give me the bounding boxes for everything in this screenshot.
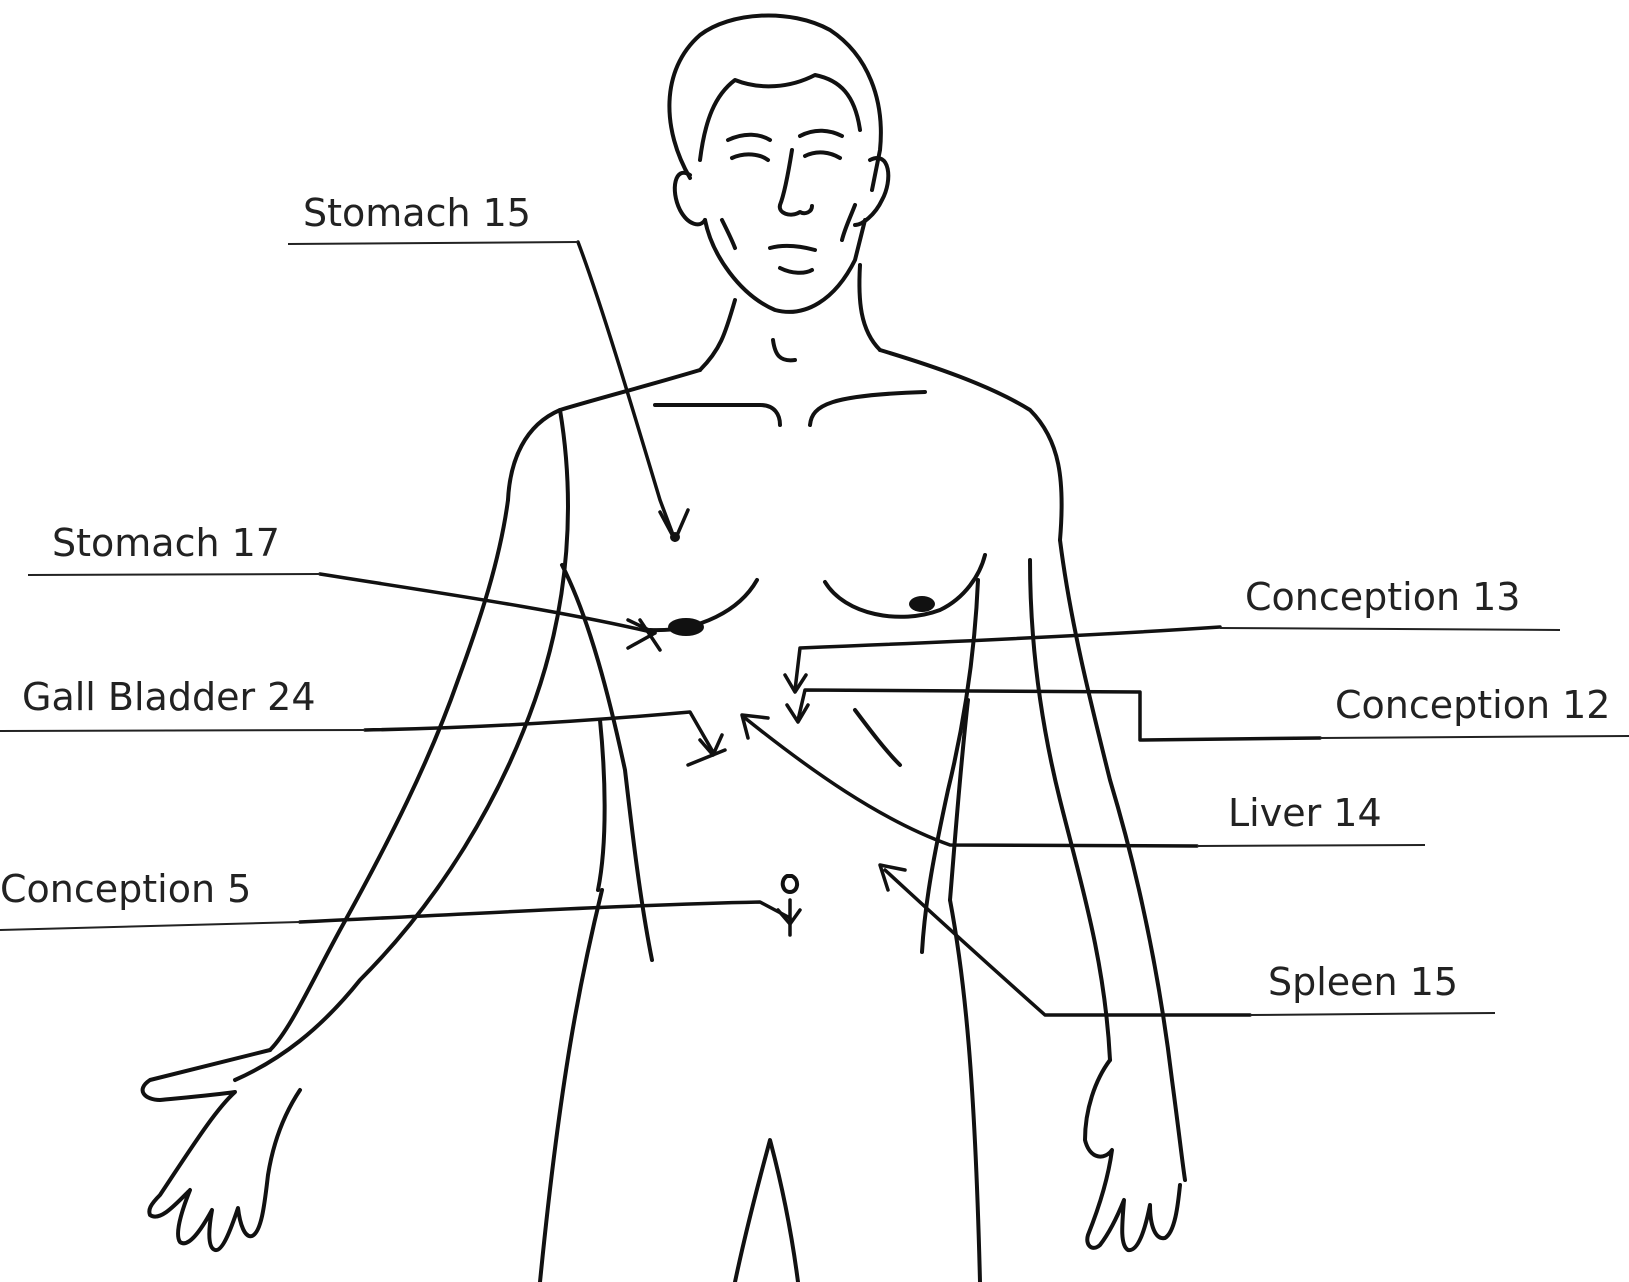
- stomach-17-leader: [318, 572, 657, 635]
- stomach-17-cross: [638, 618, 662, 652]
- label-conception-13: Conception 13: [1245, 575, 1520, 619]
- conception-12-arrowhead: [785, 703, 810, 724]
- left-arm-outer: [268, 498, 510, 1052]
- neck-right: [857, 263, 882, 352]
- liver-14-leader: [743, 716, 1199, 848]
- spleen-15-leader: [883, 868, 1252, 1017]
- lower-lip: [778, 266, 814, 275]
- underline-spleen-15: [1249, 1012, 1496, 1016]
- label-stomach-17: Stomach 17: [52, 521, 280, 565]
- right-shoulder: [878, 348, 1064, 542]
- right-hip: [948, 898, 982, 1282]
- right-abdominal-line: [948, 698, 970, 902]
- conception-13-leader: [793, 625, 1222, 692]
- underline-stomach-17: [27, 573, 321, 576]
- label-stomach-15: Stomach 15: [303, 191, 531, 235]
- left-eye: [730, 152, 770, 162]
- underline-conception-13: [1219, 627, 1561, 631]
- right-hand: [1083, 1058, 1182, 1252]
- label-liver-14: Liver 14: [1228, 791, 1382, 835]
- left-pectoral: [648, 578, 759, 633]
- liver-14-arrowhead: [740, 713, 770, 740]
- human-figure: [140, 13, 1187, 1282]
- conception-13-arrowhead: [783, 673, 808, 694]
- right-arm-outer: [1058, 538, 1187, 1182]
- label-gall-bladder-24: Gall Bladder 24: [22, 675, 316, 719]
- jawline: [703, 218, 867, 314]
- left-eyebrow: [726, 132, 772, 142]
- label-conception-5: Conception 5: [0, 867, 251, 911]
- spleen-15-arrowhead: [878, 863, 907, 892]
- right-pectoral: [823, 553, 987, 619]
- left-ear: [672, 170, 707, 227]
- label-conception-12: Conception 12: [1335, 683, 1610, 727]
- left-nipple: [668, 618, 704, 636]
- right-collarbone: [808, 390, 927, 427]
- left-collarbone: [653, 403, 782, 427]
- left-hand: [140, 1048, 302, 1252]
- left-arm-inner: [233, 408, 570, 1082]
- stomach-15-leader: [576, 240, 677, 542]
- left-shoulder: [506, 368, 702, 502]
- hairline: [698, 73, 862, 162]
- right-nipple: [909, 596, 935, 612]
- gall-bladder-24-leader: [363, 710, 715, 754]
- labels: Stomach 15 Stomach 17 Conception 13 Gall…: [0, 191, 1629, 1016]
- left-hip: [538, 888, 604, 1282]
- rib-line-right: [853, 708, 902, 767]
- crotch: [733, 1138, 800, 1282]
- mouth: [768, 243, 817, 252]
- left-abdominal-line: [596, 718, 607, 892]
- stomach-15-point: [670, 532, 680, 542]
- navel: [780, 874, 799, 894]
- adams-apple: [771, 338, 797, 363]
- right-eyebrow: [798, 128, 844, 138]
- underline-gall-bladder-24: [0, 729, 366, 732]
- stomach-17-arrowhead: [626, 618, 657, 650]
- gall-bladder-24-cross: [686, 748, 727, 767]
- underline-conception-12: [1319, 735, 1629, 739]
- underline-stomach-15: [287, 241, 579, 245]
- right-eye: [803, 150, 842, 160]
- head-outline: [667, 13, 883, 192]
- right-cheek-line: [840, 203, 857, 242]
- nose: [777, 148, 814, 217]
- left-cheek-line: [720, 218, 737, 250]
- left-torso-side: [560, 563, 654, 962]
- underline-conception-5: [0, 921, 301, 931]
- underline-liver-14: [1196, 844, 1426, 847]
- label-spleen-15: Spleen 15: [1268, 960, 1458, 1004]
- conception-12-leader: [796, 688, 1322, 742]
- neck-left: [698, 298, 737, 372]
- leader-lines: [298, 240, 1322, 1017]
- conception-5-leader: [298, 900, 792, 924]
